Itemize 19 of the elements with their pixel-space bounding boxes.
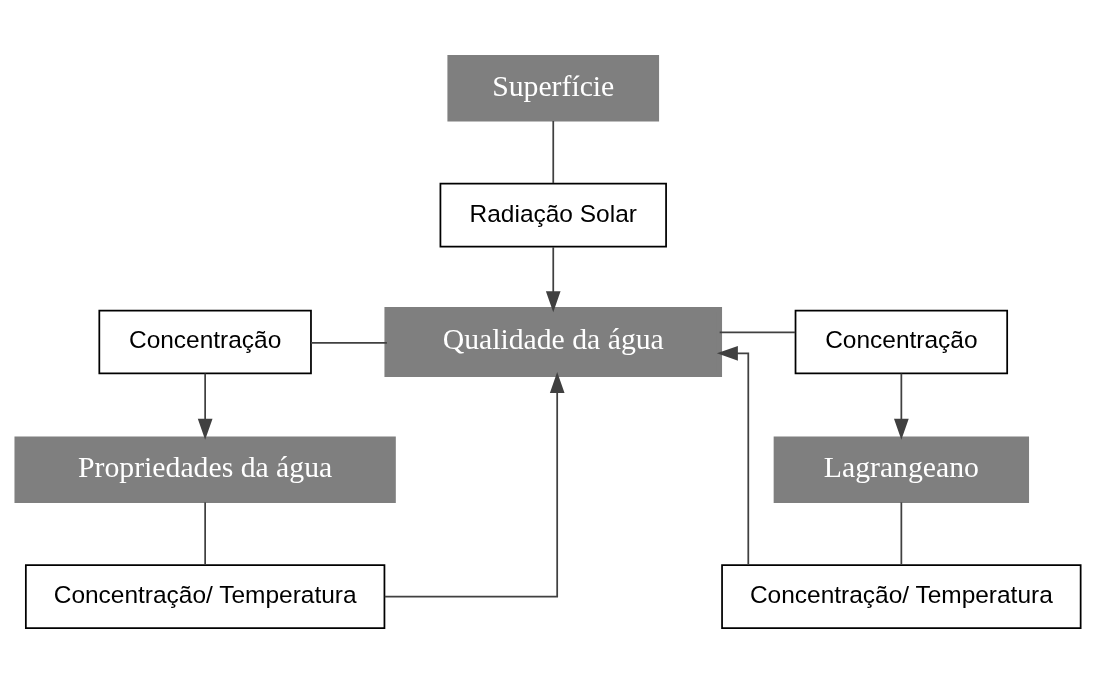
- connector: [204, 500, 207, 565]
- node-box: Concentração: [98, 309, 312, 374]
- arrow: [545, 245, 561, 312]
- node-box: Concentração: [794, 309, 1009, 374]
- node-box: Concentração/ Temperatura: [24, 563, 386, 629]
- node-box: Lagrangeano: [773, 435, 1030, 503]
- arrow: [383, 371, 565, 597]
- connector: [310, 341, 388, 344]
- node-box: Propriedades da água: [14, 435, 396, 503]
- arrow: [197, 372, 213, 440]
- connector: [552, 119, 555, 184]
- node-box: Concentração/ Temperatura: [721, 563, 1082, 629]
- arrow: [894, 372, 909, 440]
- node-box: Superfície: [447, 54, 660, 122]
- connector: [900, 500, 903, 565]
- arrow: [716, 345, 750, 566]
- connector: [718, 331, 797, 333]
- node-box: Qualidade da água: [384, 306, 723, 377]
- node-box: Radiação Solar: [439, 182, 667, 248]
